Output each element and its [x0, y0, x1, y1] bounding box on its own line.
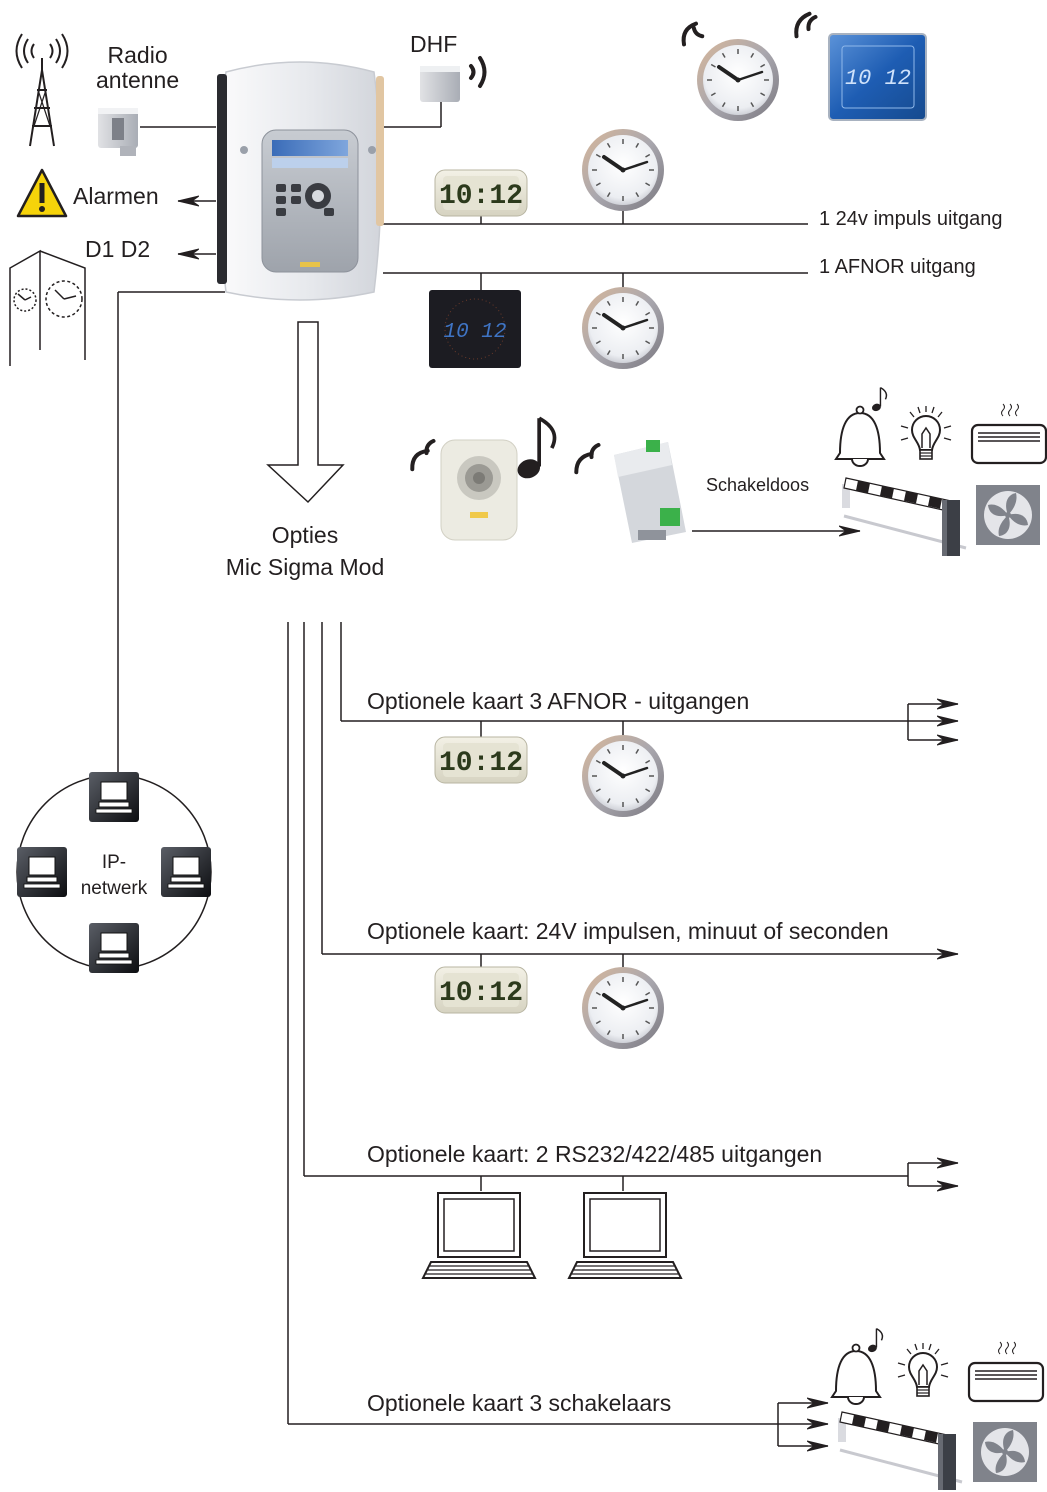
heater-icon	[970, 402, 1047, 465]
wall-clock-icon	[580, 127, 666, 213]
wall-clock-icon	[695, 37, 781, 123]
barrier-icon	[840, 476, 968, 558]
laptop-icon	[422, 1192, 536, 1279]
d1d2-label: D1 D2	[85, 236, 151, 262]
music-note-icon	[866, 1327, 884, 1355]
computer-icon	[16, 846, 68, 898]
radio-antenne-label: Radio antenne	[96, 42, 180, 93]
wiring	[16, 100, 940, 1425]
fan-icon	[973, 1422, 1037, 1482]
master-clock-icon	[217, 61, 384, 301]
lamp-icon	[897, 1342, 949, 1397]
warning-icon	[16, 168, 68, 218]
black-display-digits: 10 12	[443, 321, 506, 344]
card-switches-label: Optionele kaart 3 schakelaars	[367, 1390, 672, 1416]
card-rs232-label: Optionele kaart: 2 RS232/422/485 uitgang…	[367, 1141, 823, 1167]
opties-label: Opties Mic Sigma Mod	[225, 522, 385, 580]
laptop-icon	[568, 1192, 682, 1279]
music-note-icon	[513, 416, 557, 484]
wall-clock-icon	[580, 285, 666, 371]
blue-display-icon	[828, 33, 927, 121]
music-note-icon	[870, 386, 888, 414]
card-afnor-label: Optionele kaart 3 AFNOR - uitgangen	[367, 688, 750, 714]
heater-icon	[967, 1340, 1045, 1403]
schakeldoos-label: Schakeldoos	[706, 475, 810, 495]
antenna-icon	[15, 33, 69, 147]
digital-clock-digits: 10:12	[439, 748, 523, 779]
fan-icon	[976, 485, 1040, 545]
bell-icon	[835, 405, 885, 467]
options-arrow	[266, 321, 345, 504]
card-24v-label: Optionele kaart: 24V impulsen, minuut of…	[367, 918, 889, 944]
digital-clock-digits: 10:12	[439, 181, 523, 212]
switch-box-icon	[614, 440, 686, 543]
dhf-label: DHF	[410, 31, 458, 57]
ip-network-label: IP- netwerk	[80, 852, 148, 899]
computer-icon	[160, 846, 212, 898]
black-digital-display-icon	[429, 290, 521, 368]
dhf-transmitter-icon	[420, 66, 460, 102]
computer-icon	[88, 922, 140, 974]
lamp-icon	[900, 405, 952, 460]
radio-receiver-icon	[98, 108, 138, 156]
wave-icon	[410, 11, 818, 475]
speaker-icon	[440, 439, 518, 541]
bell-icon	[831, 1343, 881, 1405]
tower-clock-icon	[9, 249, 86, 366]
barrier-icon	[836, 1410, 964, 1492]
alarmen-label: Alarmen	[73, 183, 159, 209]
digital-clock-digits: 10:12	[439, 978, 523, 1009]
wall-clock-icon	[580, 733, 666, 819]
afnor-output-label: 1 AFNOR uitgang	[819, 256, 976, 278]
wall-clock-icon	[580, 965, 666, 1051]
blue-display-digits: 10 12	[845, 66, 911, 91]
computer-icon	[88, 771, 140, 823]
impuls-output-label: 1 24v impuls uitgang	[819, 208, 1003, 230]
